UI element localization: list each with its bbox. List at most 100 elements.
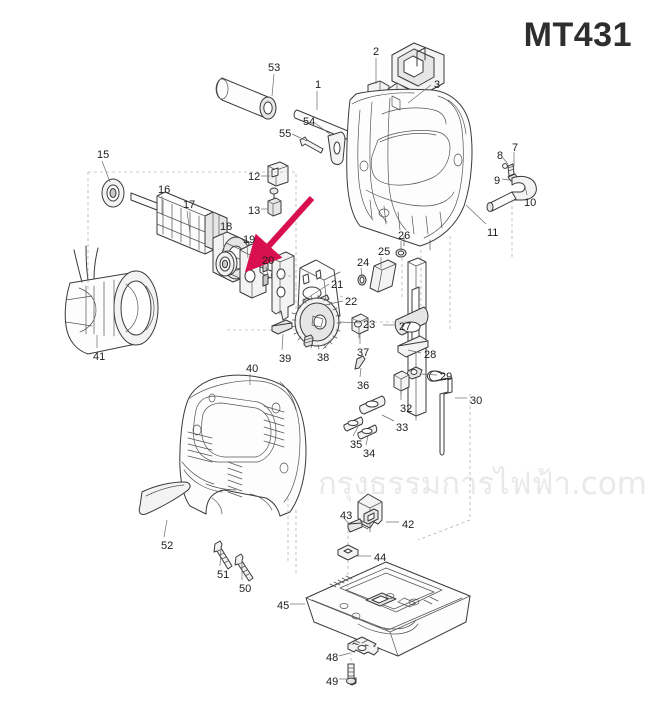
leader-line-51: [219, 547, 222, 567]
leader-line-53: [271, 73, 275, 97]
leader-line-43: [343, 517, 351, 526]
leader-line-52: [163, 519, 168, 538]
leader-line-23: [339, 321, 361, 324]
part-38-set-screw: [303, 334, 314, 348]
leader-line-10: [524, 185, 528, 196]
callout-number-39: 39: [279, 353, 292, 365]
leader-line-55: [291, 133, 308, 142]
callout-number-12: 12: [248, 171, 261, 183]
part-29-roller: [406, 366, 423, 380]
leader-line-18: [222, 232, 225, 252]
callout-number-2: 2: [373, 46, 380, 58]
leader-line-54: [314, 122, 332, 136]
leader-line-35: [352, 426, 359, 437]
callout-number-45: 45: [277, 600, 290, 612]
part-45-base-plate: [305, 561, 471, 657]
callout-number-37: 37: [357, 347, 370, 359]
part-group-cord: [215, 77, 366, 166]
callout-number-21: 21: [331, 279, 344, 291]
callout-number-41: 41: [93, 351, 106, 363]
callout-number-34: 34: [363, 448, 376, 460]
callout-number-1: 1: [315, 79, 322, 91]
callout-number-23: 23: [363, 319, 376, 331]
callout-number-40: 40: [246, 363, 259, 375]
callout-number-38: 38: [317, 352, 330, 364]
callout-number-26: 26: [398, 230, 411, 242]
leader-line-33: [381, 414, 395, 422]
callout-number-27: 27: [399, 321, 412, 333]
callout-number-19: 19: [243, 234, 256, 246]
callout-number-52: 52: [161, 540, 174, 552]
part-20-plate: [271, 251, 295, 321]
part-group-brush: [267, 161, 289, 217]
callout-number-48: 48: [326, 652, 339, 664]
callout-number-43: 43: [340, 510, 353, 522]
part-23-spur-gear: [291, 294, 342, 350]
part-group-housing-right: [346, 88, 473, 251]
leader-line-48: [338, 652, 351, 657]
leader-line-34: [365, 435, 369, 446]
callout-number-29: 29: [440, 371, 453, 383]
part-18-bearing: [215, 251, 235, 277]
part-34-plate: [357, 424, 378, 440]
leader-line-29: [419, 373, 438, 376]
part-44-cover-plate: [337, 544, 359, 561]
leader-line-3: [407, 84, 432, 104]
part-36-pin: [354, 355, 366, 370]
callout-number-10: 10: [524, 197, 537, 209]
callout-number-18: 18: [220, 221, 233, 233]
leader-line-15: [101, 160, 111, 183]
page-title: MT431: [523, 16, 632, 54]
leader-line-22: [324, 300, 344, 306]
part-51-screw: [213, 540, 233, 570]
callout-number-42: 42: [402, 519, 415, 531]
leader-line-24: [360, 267, 363, 279]
callout-number-8: 8: [497, 150, 504, 162]
callout-number-33: 33: [396, 422, 409, 434]
callout-number-7: 7: [512, 142, 519, 154]
leader-line-9: [501, 178, 511, 181]
callout-number-28: 28: [424, 349, 437, 361]
leader-line-8: [502, 157, 509, 165]
callout-number-16: 16: [158, 184, 171, 196]
callout-number-35: 35: [350, 439, 363, 451]
part-39-key: [271, 319, 293, 335]
part-50-screw: [234, 553, 254, 582]
leader-line-36: [359, 367, 362, 378]
callout-number-15: 15: [97, 149, 110, 161]
callout-number-55: 55: [279, 128, 292, 140]
callout-number-32: 32: [400, 403, 413, 415]
part-35-plate: [343, 416, 364, 432]
part-48-clamp: [347, 636, 379, 656]
callout-leader-lines: [96, 58, 528, 680]
callout-number-51: 51: [217, 569, 230, 581]
leader-line-39: [281, 333, 284, 351]
callout-number-24: 24: [357, 257, 370, 269]
callout-number-54: 54: [303, 116, 316, 128]
part-40-housing-left: [179, 374, 307, 517]
callout-number-44: 44: [374, 552, 387, 564]
callout-number-25: 25: [378, 246, 391, 258]
leader-line-21: [308, 283, 330, 298]
leader-line-17: [186, 210, 191, 234]
callout-number-3: 3: [434, 79, 441, 91]
callout-number-17: 17: [183, 199, 196, 211]
leader-line-38: [322, 339, 333, 350]
callout-number-30: 30: [470, 395, 483, 407]
part-42-blade-holder: [357, 493, 383, 533]
callout-number-36: 36: [357, 380, 370, 392]
leader-line-11: [465, 204, 487, 225]
leader-line-28: [407, 349, 422, 354]
callout-number-22: 22: [345, 296, 358, 308]
part-27-slider: [394, 257, 429, 421]
part-30-wire-spring: [427, 370, 453, 456]
part-group-field: [64, 245, 159, 355]
red-arrow: [244, 195, 315, 273]
callout-number-9: 9: [494, 175, 501, 187]
part-32-bushing: [393, 370, 410, 396]
callout-number-13: 13: [248, 205, 261, 217]
part-group-dust-nozzle: [486, 163, 537, 212]
part-49-bolt: [346, 663, 357, 686]
